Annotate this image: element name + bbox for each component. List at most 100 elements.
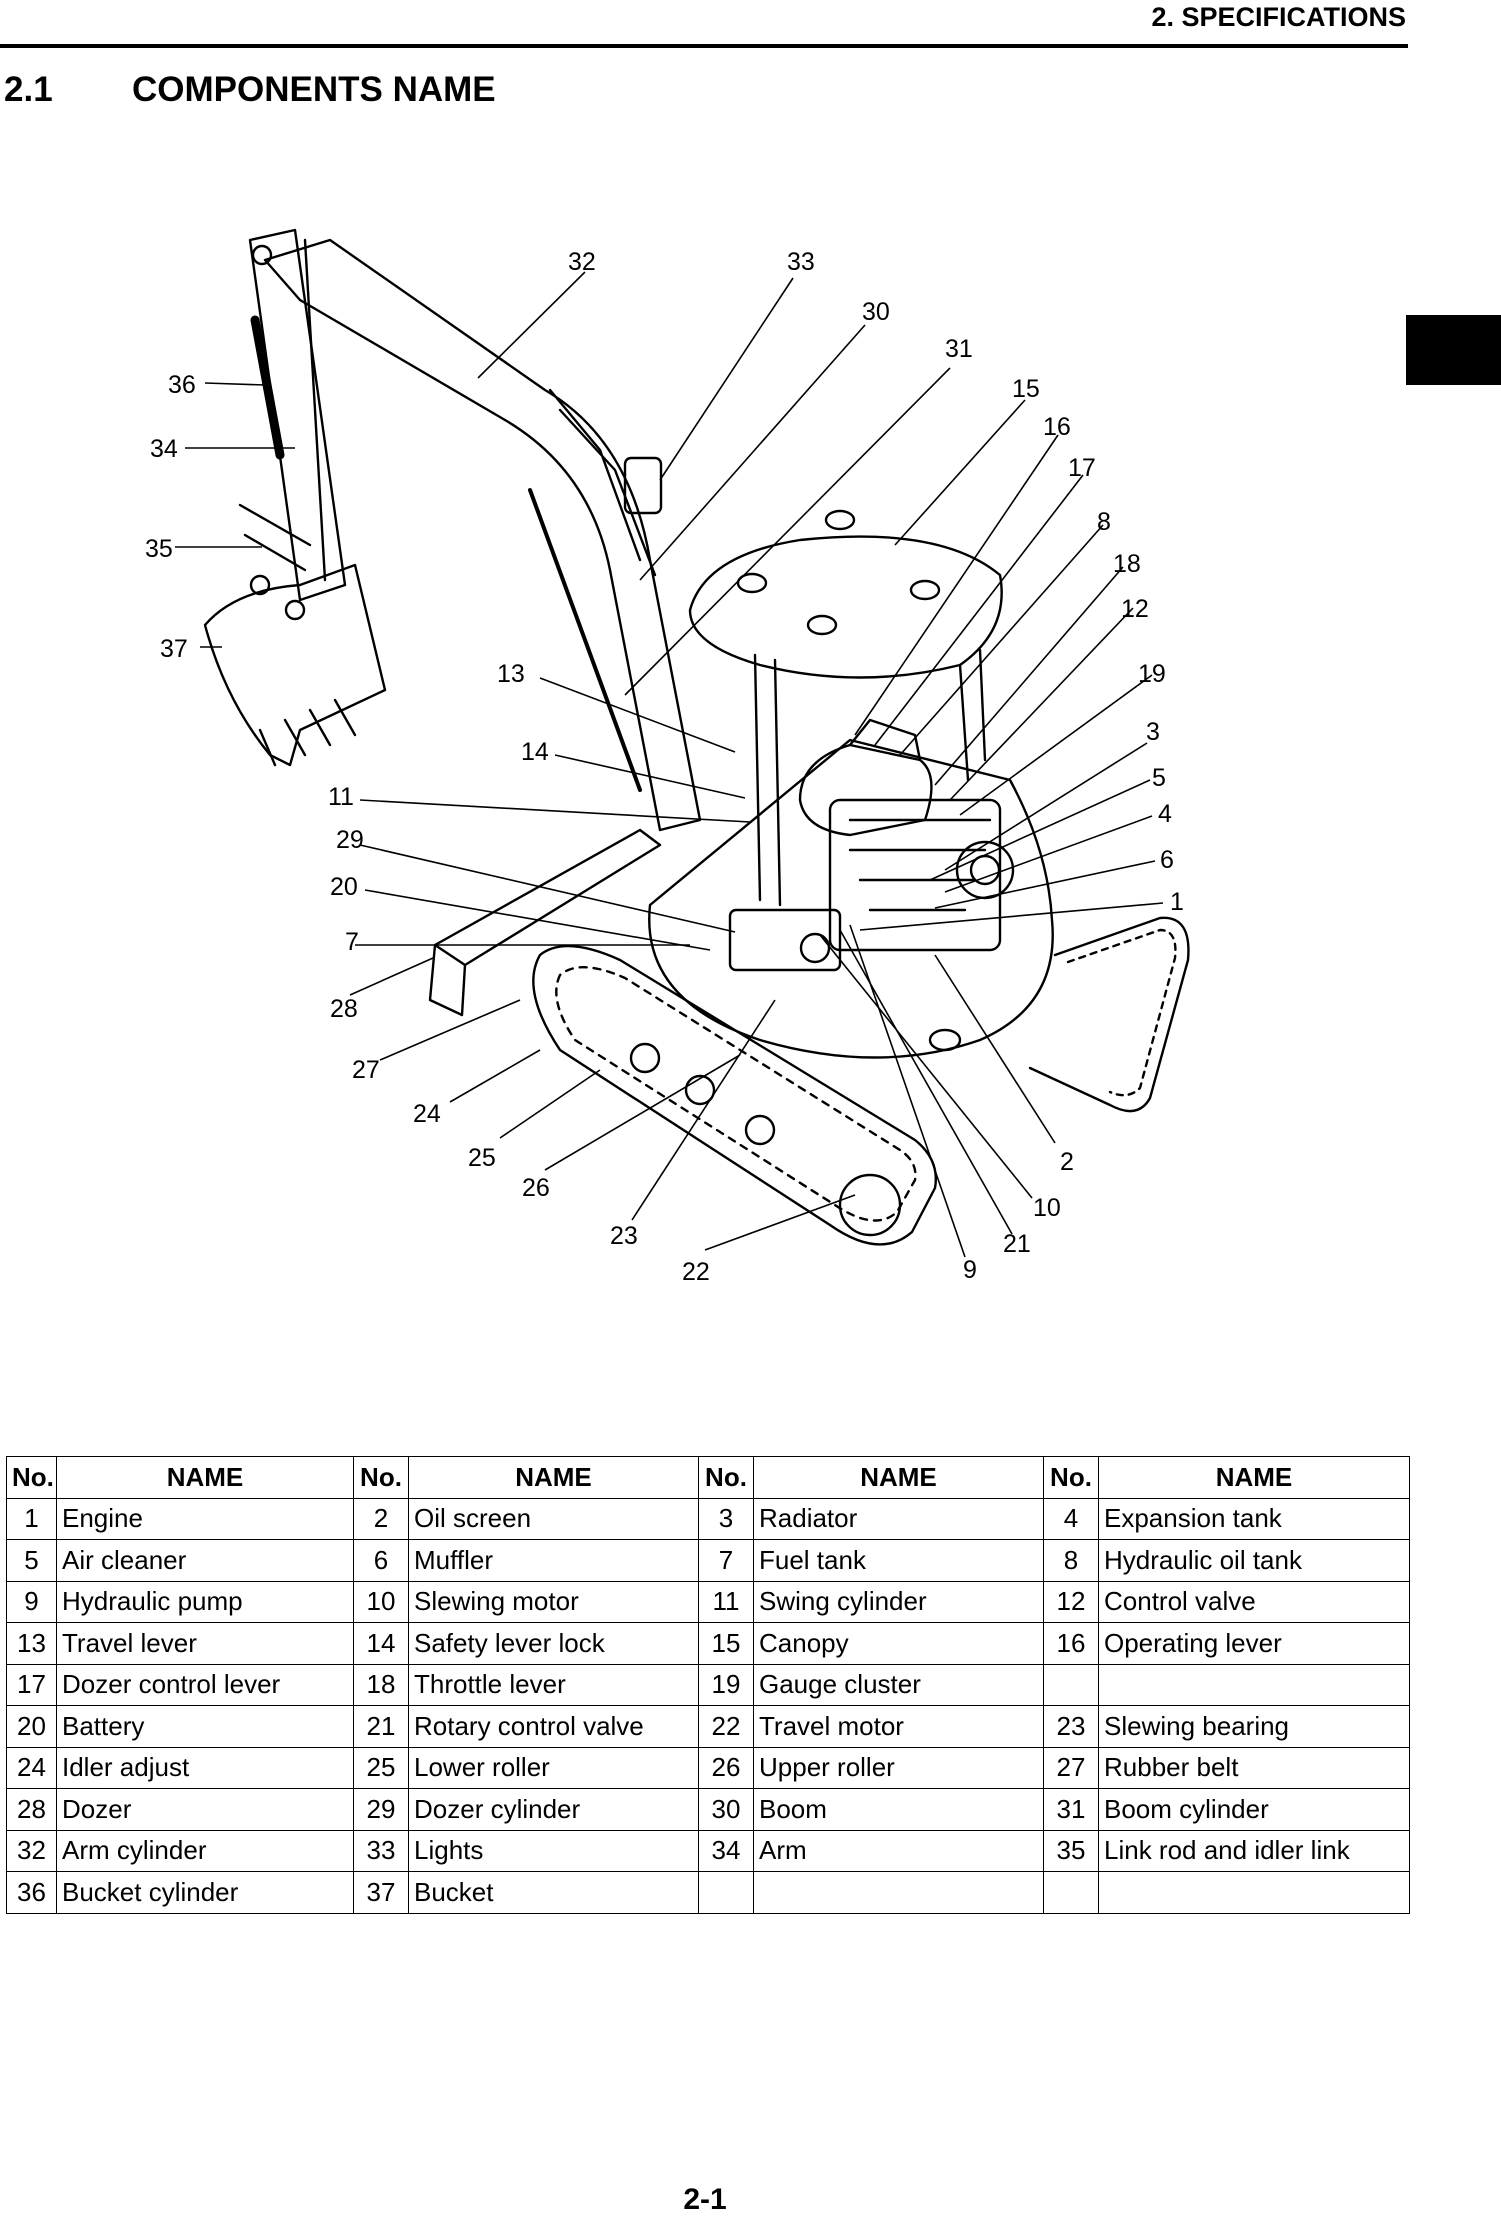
component-name: Swing cylinder <box>753 1580 1044 1623</box>
component-name: Travel motor <box>753 1705 1044 1748</box>
header-name-1: NAME <box>56 1456 354 1499</box>
component-name: Bucket <box>408 1871 699 1914</box>
component-number: 34 <box>698 1829 754 1872</box>
component-number: 36 <box>6 1871 57 1914</box>
component-number: 2 <box>353 1497 409 1540</box>
component-name: Radiator <box>753 1497 1044 1540</box>
component-number: 32 <box>6 1829 57 1872</box>
component-name <box>1098 1871 1410 1914</box>
component-number: 37 <box>353 1871 409 1914</box>
callout-4: 4 <box>1158 800 1172 828</box>
component-number: 14 <box>353 1622 409 1665</box>
leader-lines <box>175 271 1164 1258</box>
component-number: 5 <box>6 1539 57 1582</box>
callout-10: 10 <box>1033 1194 1061 1222</box>
component-name: Lights <box>408 1829 699 1872</box>
component-number: 10 <box>353 1580 409 1623</box>
callout-1: 1 <box>1170 888 1184 916</box>
callout-3: 3 <box>1146 718 1160 746</box>
callout-25: 25 <box>468 1144 496 1172</box>
component-name: Upper roller <box>753 1746 1044 1789</box>
callout-14: 14 <box>521 738 549 766</box>
callout-18: 18 <box>1113 550 1141 578</box>
component-number: 33 <box>353 1829 409 1872</box>
component-name: Engine <box>56 1497 354 1540</box>
callout-31: 31 <box>945 335 973 363</box>
callout-34: 34 <box>150 435 178 463</box>
component-name: Operating lever <box>1098 1622 1410 1665</box>
component-name: Link rod and idler link <box>1098 1829 1410 1872</box>
header-name-3: NAME <box>753 1456 1044 1499</box>
component-name <box>753 1871 1044 1914</box>
component-name: Dozer <box>56 1788 354 1831</box>
callout-17: 17 <box>1068 454 1096 482</box>
component-number: 35 <box>1043 1829 1099 1872</box>
component-name: Boom <box>753 1788 1044 1831</box>
callout-26: 26 <box>522 1174 550 1202</box>
header-no-2: No. <box>353 1456 409 1499</box>
component-name: Fuel tank <box>753 1539 1044 1582</box>
callout-labels: 32 33 30 31 15 16 17 8 18 12 19 3 5 4 6 … <box>145 248 1184 1286</box>
component-number <box>1043 1663 1099 1706</box>
callout-5: 5 <box>1152 764 1166 792</box>
component-number: 21 <box>353 1705 409 1748</box>
component-name: Boom cylinder <box>1098 1788 1410 1831</box>
component-number: 27 <box>1043 1746 1099 1789</box>
component-name: Slewing bearing <box>1098 1705 1410 1748</box>
callout-16: 16 <box>1043 413 1071 441</box>
component-name: Arm <box>753 1829 1044 1872</box>
callout-27: 27 <box>352 1056 380 1084</box>
callout-2: 2 <box>1060 1148 1074 1176</box>
section-label: 2. SPECIFICATIONS <box>1151 2 1406 32</box>
table-header-row: No. NAME No. NAME No. NAME No. NAME <box>6 1456 1410 1499</box>
excavator-illustration: 32 33 30 31 15 16 17 8 18 12 19 3 5 4 6 … <box>145 228 1190 1286</box>
callout-33: 33 <box>787 248 815 276</box>
component-number: 18 <box>353 1663 409 1706</box>
chapter-tab-marker <box>1406 315 1501 385</box>
component-number: 8 <box>1043 1539 1099 1582</box>
callout-28: 28 <box>330 995 358 1023</box>
callout-6: 6 <box>1160 846 1174 874</box>
callout-11: 11 <box>328 783 354 811</box>
component-number <box>698 1871 754 1914</box>
component-name: Expansion tank <box>1098 1497 1410 1540</box>
header-no-1: No. <box>6 1456 57 1499</box>
component-number: 20 <box>6 1705 57 1748</box>
callout-13: 13 <box>497 660 525 688</box>
callout-12: 12 <box>1121 595 1149 623</box>
heading-title: COMPONENTS NAME <box>132 70 496 109</box>
component-number: 23 <box>1043 1705 1099 1748</box>
component-number: 6 <box>353 1539 409 1582</box>
component-name: Arm cylinder <box>56 1829 354 1872</box>
header-no-4: No. <box>1043 1456 1099 1499</box>
component-number: 4 <box>1043 1497 1099 1540</box>
callout-22: 22 <box>682 1258 710 1286</box>
callout-8: 8 <box>1097 508 1111 536</box>
page-number: 2-1 <box>683 2183 727 2216</box>
heading-number: 2.1 <box>4 70 53 109</box>
callout-19: 19 <box>1138 660 1166 688</box>
component-number: 28 <box>6 1788 57 1831</box>
component-number: 24 <box>6 1746 57 1789</box>
component-name: Control valve <box>1098 1580 1410 1623</box>
callout-7: 7 <box>345 928 359 956</box>
callout-9: 9 <box>963 1256 977 1284</box>
component-number: 3 <box>698 1497 754 1540</box>
component-number: 19 <box>698 1663 754 1706</box>
component-number <box>1043 1871 1099 1914</box>
component-name: Safety lever lock <box>408 1622 699 1665</box>
header-rule <box>0 44 1408 48</box>
component-name: Throttle lever <box>408 1663 699 1706</box>
section-heading: 2.1 COMPONENTS NAME <box>4 70 496 110</box>
component-number: 13 <box>6 1622 57 1665</box>
component-number: 16 <box>1043 1622 1099 1665</box>
component-number: 31 <box>1043 1788 1099 1831</box>
